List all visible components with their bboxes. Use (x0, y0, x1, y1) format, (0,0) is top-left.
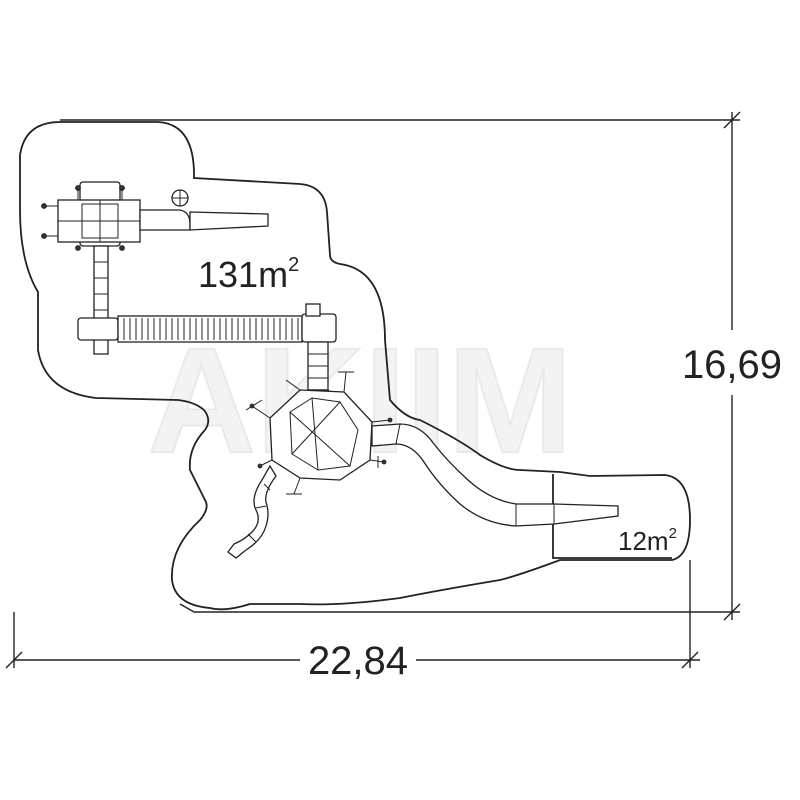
area-unit-main: m (258, 254, 288, 295)
dimension-guide-left (179, 603, 195, 613)
tunnel-bridge (77, 303, 337, 343)
play-structure (41, 181, 619, 559)
dimension-height: 16,69 (60, 111, 782, 621)
area-value-main: 131 (198, 254, 258, 295)
left-tower (41, 181, 141, 251)
area-exponent-slide: 2 (669, 525, 677, 542)
area-exponent-main: 2 (288, 254, 299, 276)
hex-tower (245, 371, 393, 495)
area-label-main: 131m2 (198, 254, 299, 295)
area-unit-slide: m (647, 526, 669, 556)
safety-zone-slide (552, 474, 672, 559)
wavy-slide (227, 464, 277, 559)
dimension-height-label: 16,69 (682, 343, 782, 387)
short-slide (139, 189, 269, 231)
long-slide (371, 423, 619, 527)
area-value-slide: 12 (618, 526, 647, 556)
watermark: AKIIM (148, 316, 573, 484)
dimension-width-label: 22,84 (308, 639, 408, 683)
area-label-slide: 12m2 (618, 525, 677, 556)
ladder (93, 245, 109, 355)
safety-zone-main (19, 121, 691, 611)
dimension-width: 22,84 (5, 560, 700, 683)
